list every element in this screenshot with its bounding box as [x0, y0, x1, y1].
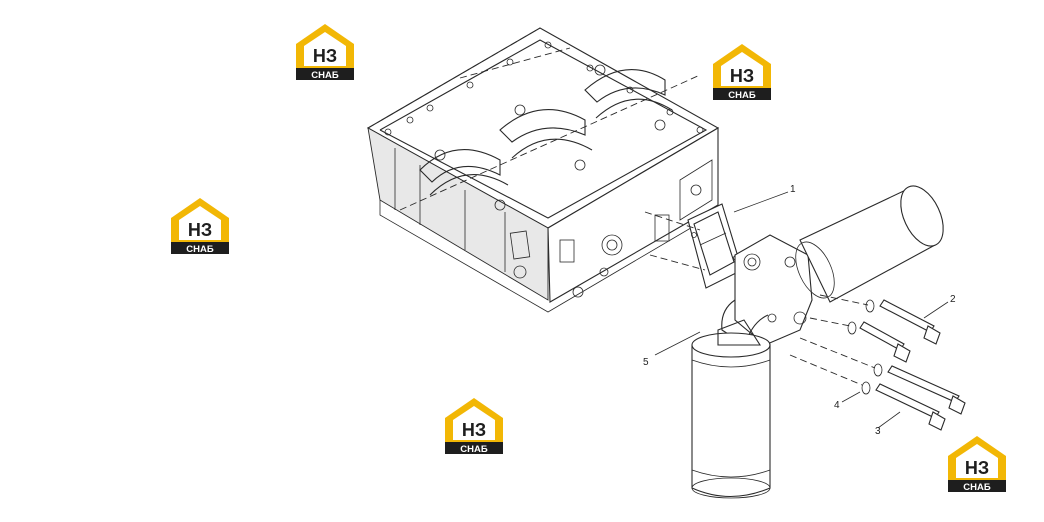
watermark-logo: НЗ СНАБ — [169, 196, 231, 256]
watermark-logo: НЗ СНАБ — [443, 396, 505, 456]
svg-text:СНАБ: СНАБ — [460, 444, 488, 455]
callout-5: 5 — [643, 357, 649, 368]
svg-text:НЗ: НЗ — [313, 46, 337, 66]
leader-lines — [654, 191, 949, 429]
callout-3: 3 — [875, 426, 881, 437]
callout-4: 4 — [834, 400, 840, 411]
bolt-upper — [819, 294, 941, 345]
svg-text:СНАБ: СНАБ — [728, 90, 756, 101]
gasket-part-1 — [687, 203, 743, 289]
engine-block — [366, 27, 720, 313]
filter-lower — [691, 319, 771, 499]
svg-text:СНАБ: СНАБ — [311, 70, 339, 81]
svg-text:СНАБ: СНАБ — [186, 244, 214, 255]
callout-2: 2 — [950, 294, 956, 305]
watermark-logo: НЗ СНАБ — [294, 22, 356, 82]
svg-text:НЗ: НЗ — [730, 66, 754, 86]
svg-text:НЗ: НЗ — [188, 220, 212, 240]
bolt-middle — [809, 317, 911, 363]
filter-upper — [795, 185, 944, 303]
svg-text:НЗ: НЗ — [462, 420, 486, 440]
bolt-lower-2 — [789, 354, 946, 431]
watermark-logo: НЗ СНАБ — [711, 42, 773, 102]
watermark-logo: НЗ СНАБ — [946, 434, 1008, 494]
bolt-lower-1 — [799, 337, 966, 415]
svg-text:СНАБ: СНАБ — [963, 482, 991, 493]
svg-text:НЗ: НЗ — [965, 458, 989, 478]
callout-1: 1 — [790, 184, 796, 195]
filter-head — [721, 234, 813, 346]
